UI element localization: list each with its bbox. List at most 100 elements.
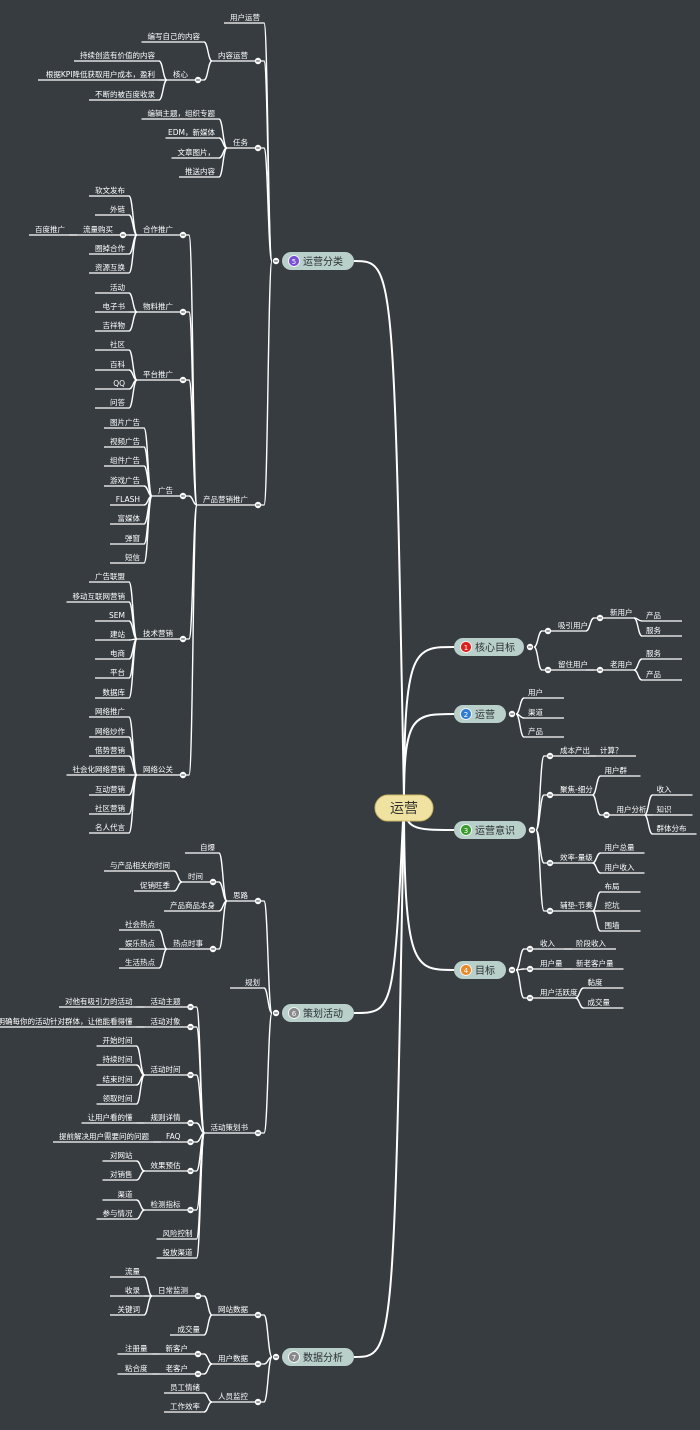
topic-label[interactable]: 文章图片， <box>178 147 216 157</box>
topic-label[interactable]: 聚焦-细分 <box>560 784 593 794</box>
topic-label[interactable]: 自爆 <box>200 842 215 852</box>
topic-label[interactable]: 产品 <box>646 669 661 679</box>
topic-label[interactable]: 黏度 <box>588 977 603 987</box>
branch-node-3[interactable] <box>454 821 526 839</box>
topic-label[interactable]: 产品商品本身 <box>170 900 215 910</box>
topic-label[interactable]: 用户量 <box>540 958 563 968</box>
topic-label[interactable]: 辅垫-节奏 <box>560 900 593 910</box>
topic-label[interactable]: 服务 <box>646 625 661 635</box>
topic-label[interactable]: 服务 <box>646 648 661 658</box>
topic-label[interactable]: 让用户看的懂 <box>88 1112 133 1122</box>
topic-label[interactable]: 挖坑 <box>605 900 620 910</box>
topic-label[interactable]: FAQ <box>166 1132 181 1141</box>
topic-label[interactable]: 社会化网络营销 <box>73 764 126 774</box>
topic-label[interactable]: 编写自己的内容 <box>148 31 201 41</box>
topic-label[interactable]: 不断的被百度收录 <box>95 89 155 99</box>
topic-label[interactable]: 开始时间 <box>103 1035 133 1045</box>
topic-label[interactable]: 百科 <box>110 359 125 369</box>
topic-label[interactable]: 成交量 <box>178 1324 201 1334</box>
topic-label[interactable]: 成本产出 <box>560 745 590 755</box>
topic-label[interactable]: 合作推广 <box>143 224 173 234</box>
topic-label[interactable]: 弹窗 <box>125 533 140 543</box>
topic-label[interactable]: 阶段收入 <box>576 938 606 948</box>
topic-label[interactable]: 活动策划书 <box>211 1122 249 1132</box>
topic-label[interactable]: 收入 <box>540 938 555 948</box>
topic-label[interactable]: 社区营销 <box>95 803 125 813</box>
topic-label[interactable]: 对网站 <box>110 1150 133 1160</box>
topic-label[interactable]: 热点时事 <box>173 938 203 948</box>
topic-label[interactable]: 产品 <box>528 726 543 736</box>
topic-label[interactable]: 活动时间 <box>151 1064 181 1074</box>
branch-node-5[interactable] <box>282 252 354 270</box>
topic-label[interactable]: 广告联盟 <box>95 571 125 581</box>
topic-label[interactable]: 关键词 <box>118 1304 141 1314</box>
topic-label[interactable]: 效率-量级 <box>560 852 593 862</box>
topic-label[interactable]: 老用户 <box>610 659 633 669</box>
topic-label[interactable]: 对他有吸引力的活动 <box>65 996 133 1006</box>
topic-label[interactable]: 电子书 <box>103 301 126 311</box>
topic-label[interactable]: 活动对象 <box>151 1016 181 1026</box>
topic-label[interactable]: 百度推广 <box>35 224 65 234</box>
topic-label[interactable]: 布局 <box>605 881 620 891</box>
topic-label[interactable]: 流量 <box>125 1266 140 1276</box>
topic-label[interactable]: 知识 <box>657 804 672 814</box>
topic-label[interactable]: 用户群 <box>605 765 628 775</box>
topic-label[interactable]: 活动 <box>110 282 125 292</box>
topic-label[interactable]: 收入 <box>657 784 672 794</box>
topic-label[interactable]: 计算？ <box>600 745 623 755</box>
topic-label[interactable]: 规划 <box>245 977 260 987</box>
topic-label[interactable]: 根据KPI降低获取用户成本，盈利 <box>46 69 155 79</box>
topic-label[interactable]: 用户活跃度 <box>540 987 578 997</box>
topic-label[interactable]: 社区 <box>110 339 125 349</box>
center-node-box[interactable] <box>374 794 434 822</box>
topic-label[interactable]: 规则详情 <box>151 1112 181 1122</box>
topic-label[interactable]: QQ <box>113 379 125 388</box>
topic-label[interactable]: 富媒体 <box>118 513 141 523</box>
topic-label[interactable]: 推送内容 <box>185 166 215 176</box>
topic-label[interactable]: 核心 <box>173 69 188 79</box>
topic-label[interactable]: 流量购买 <box>83 224 113 234</box>
topic-label[interactable]: 收录 <box>125 1285 140 1295</box>
topic-label[interactable]: 技术营销 <box>143 628 173 638</box>
topic-label[interactable]: 投放渠道 <box>163 1247 193 1257</box>
topic-label[interactable]: 明确每你的活动针对群体，让他能看得懂 <box>0 1016 133 1026</box>
branch-node-7[interactable] <box>282 1348 354 1366</box>
topic-label[interactable]: EDM，新媒体 <box>168 127 215 137</box>
topic-label[interactable]: 物料推广 <box>143 301 173 311</box>
topic-label[interactable]: 促销旺季 <box>140 880 170 890</box>
topic-label[interactable]: 群体分布 <box>657 823 687 833</box>
topic-label[interactable]: 用户数据 <box>218 1353 248 1363</box>
topic-label[interactable]: 领取时间 <box>103 1093 133 1103</box>
topic-label[interactable]: FLASH <box>116 495 140 504</box>
topic-label[interactable]: 日常监测 <box>158 1285 188 1295</box>
topic-label[interactable]: 时间 <box>188 871 203 881</box>
topic-label[interactable]: 用户收入 <box>605 862 635 872</box>
topic-label[interactable]: 注册量 <box>125 1343 148 1353</box>
topic-label[interactable]: 新老客户量 <box>576 958 614 968</box>
topic-label[interactable]: 网络推广 <box>95 706 125 716</box>
topic-label[interactable]: 检测指标 <box>151 1199 181 1209</box>
topic-label[interactable]: 社会热点 <box>125 919 155 929</box>
topic-label[interactable]: 活动主题 <box>151 996 181 1006</box>
topic-label[interactable]: 建站 <box>110 629 125 639</box>
topic-label[interactable]: 娱乐热点 <box>125 938 155 948</box>
topic-label[interactable]: 短信 <box>125 552 140 562</box>
topic-label[interactable]: 持续时间 <box>103 1054 133 1064</box>
topic-label[interactable]: 用户分析 <box>617 804 647 814</box>
topic-label[interactable]: 与产品相关的时间 <box>110 860 170 870</box>
topic-label[interactable]: 提前解决用户需要问的问题 <box>59 1131 149 1141</box>
topic-label[interactable]: 成交量 <box>588 997 611 1007</box>
topic-label[interactable]: 老客户 <box>166 1363 189 1373</box>
topic-label[interactable]: 用户 <box>528 687 543 697</box>
branch-node-1[interactable] <box>454 638 524 656</box>
topic-label[interactable]: 效果预估 <box>151 1160 181 1170</box>
topic-label[interactable]: 吸引用户 <box>558 620 588 630</box>
topic-label[interactable]: 产品 <box>646 610 661 620</box>
topic-label[interactable]: 围墙 <box>605 920 620 930</box>
topic-label[interactable]: 用户运营 <box>230 12 260 22</box>
topic-label[interactable]: 新用户 <box>610 607 633 617</box>
topic-label[interactable]: 圈掉合作 <box>95 243 125 253</box>
topic-label[interactable]: 参与情况 <box>103 1208 133 1218</box>
topic-label[interactable]: 编辑主题，组织专题 <box>148 108 216 118</box>
topic-label[interactable]: 网站数据 <box>218 1304 248 1314</box>
